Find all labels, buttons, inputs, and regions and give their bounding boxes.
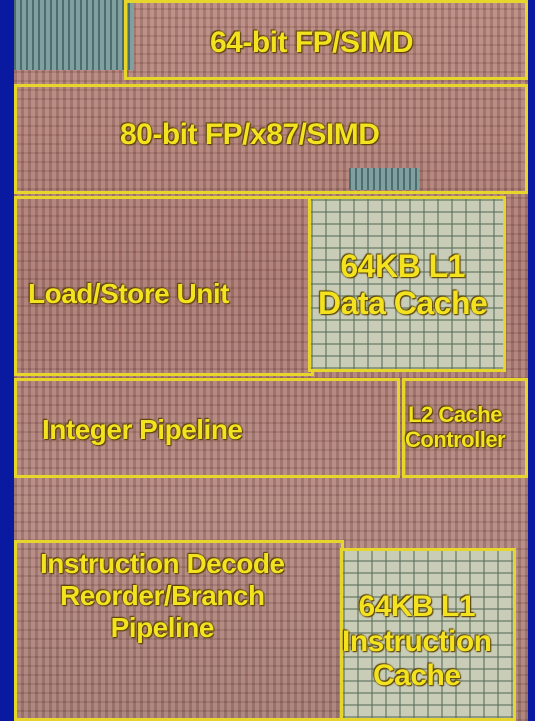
decode-label: Instruction Decode Reorder/Branch Pipeli…: [40, 548, 285, 645]
data-cache-line2: Data Cache: [318, 285, 487, 322]
decode-line1: Instruction Decode: [40, 548, 285, 580]
l2-controller-label: L2 Cache Controller: [405, 402, 505, 453]
load-store-label: Load/Store Unit: [28, 278, 229, 310]
data-cache-line1: 64KB L1: [318, 248, 487, 285]
instruction-cache-label: 64KB L1 Instruction Cache: [342, 590, 492, 694]
decode-line3: Pipeline: [40, 612, 285, 644]
instruction-cache-line3: Cache: [342, 659, 492, 694]
l2-controller-line2: Controller: [405, 427, 505, 452]
fp64-left-array: [14, 0, 134, 70]
decode-line2: Reorder/Branch: [40, 580, 285, 612]
l2-controller-line1: L2 Cache: [405, 402, 505, 427]
fp64-label: 64-bit FP/SIMD: [210, 26, 413, 61]
integer-pipeline-label: Integer Pipeline: [42, 414, 243, 446]
instruction-cache-line2: Instruction: [342, 625, 492, 660]
data-cache-label: 64KB L1 Data Cache: [318, 248, 487, 322]
fp80-label: 80-bit FP/x87/SIMD: [120, 118, 379, 153]
fp80-small-array: [349, 168, 419, 190]
instruction-cache-line1: 64KB L1: [342, 590, 492, 625]
